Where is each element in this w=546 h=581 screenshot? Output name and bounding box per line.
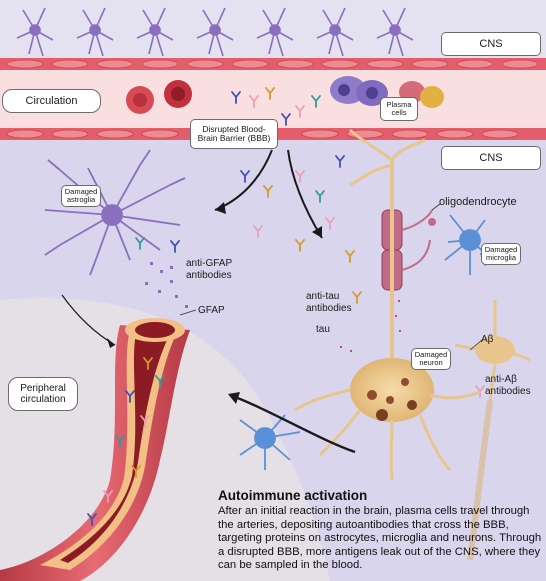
abeta-label: Aβ <box>481 334 493 345</box>
anti-tau-label: anti-tau antibodies <box>306 291 352 315</box>
cns-top-label: CNS <box>441 32 541 56</box>
cns-mid-label: CNS <box>441 146 541 170</box>
caption-title: Autoimmune activation <box>218 488 367 503</box>
damaged-neuron-label: Damaged neuron <box>411 348 451 370</box>
plasma-cells-text: Plasma cells <box>386 101 411 118</box>
tau-label: tau <box>316 324 330 335</box>
peripheral-circulation-label: Peripheral circulation <box>8 377 78 411</box>
gfap-label: GFAP <box>198 305 225 316</box>
damaged-microglia-label: Damaged microglia <box>481 243 521 265</box>
anti-gfap-label: anti-GFAP antibodies <box>186 258 232 282</box>
damaged-astroglia-text: Damaged astroglia <box>65 188 98 205</box>
circulation-label: Circulation <box>2 89 101 113</box>
plasma-cells-label: Plasma cells <box>380 97 418 121</box>
cns-top-text: CNS <box>479 38 502 50</box>
damaged-microglia-text: Damaged microglia <box>485 246 518 263</box>
circulation-text: Circulation <box>26 95 78 107</box>
oligodendrocyte-label: oligodendrocyte <box>439 196 517 208</box>
cns-mid-text: CNS <box>479 152 502 164</box>
anti-abeta-label: anti-Aβ antibodies <box>485 374 531 398</box>
peripheral-circulation-text: Peripheral circulation <box>20 383 66 405</box>
damaged-neuron-text: Damaged neuron <box>415 351 448 368</box>
bbb-label: Disrupted Blood- Brain Barrier (BBB) <box>190 119 278 149</box>
damaged-astroglia-label: Damaged astroglia <box>61 185 101 207</box>
caption-body: After an initial reaction in the brain, … <box>218 505 544 573</box>
bbb-text: Disrupted Blood- Brain Barrier (BBB) <box>198 125 271 144</box>
